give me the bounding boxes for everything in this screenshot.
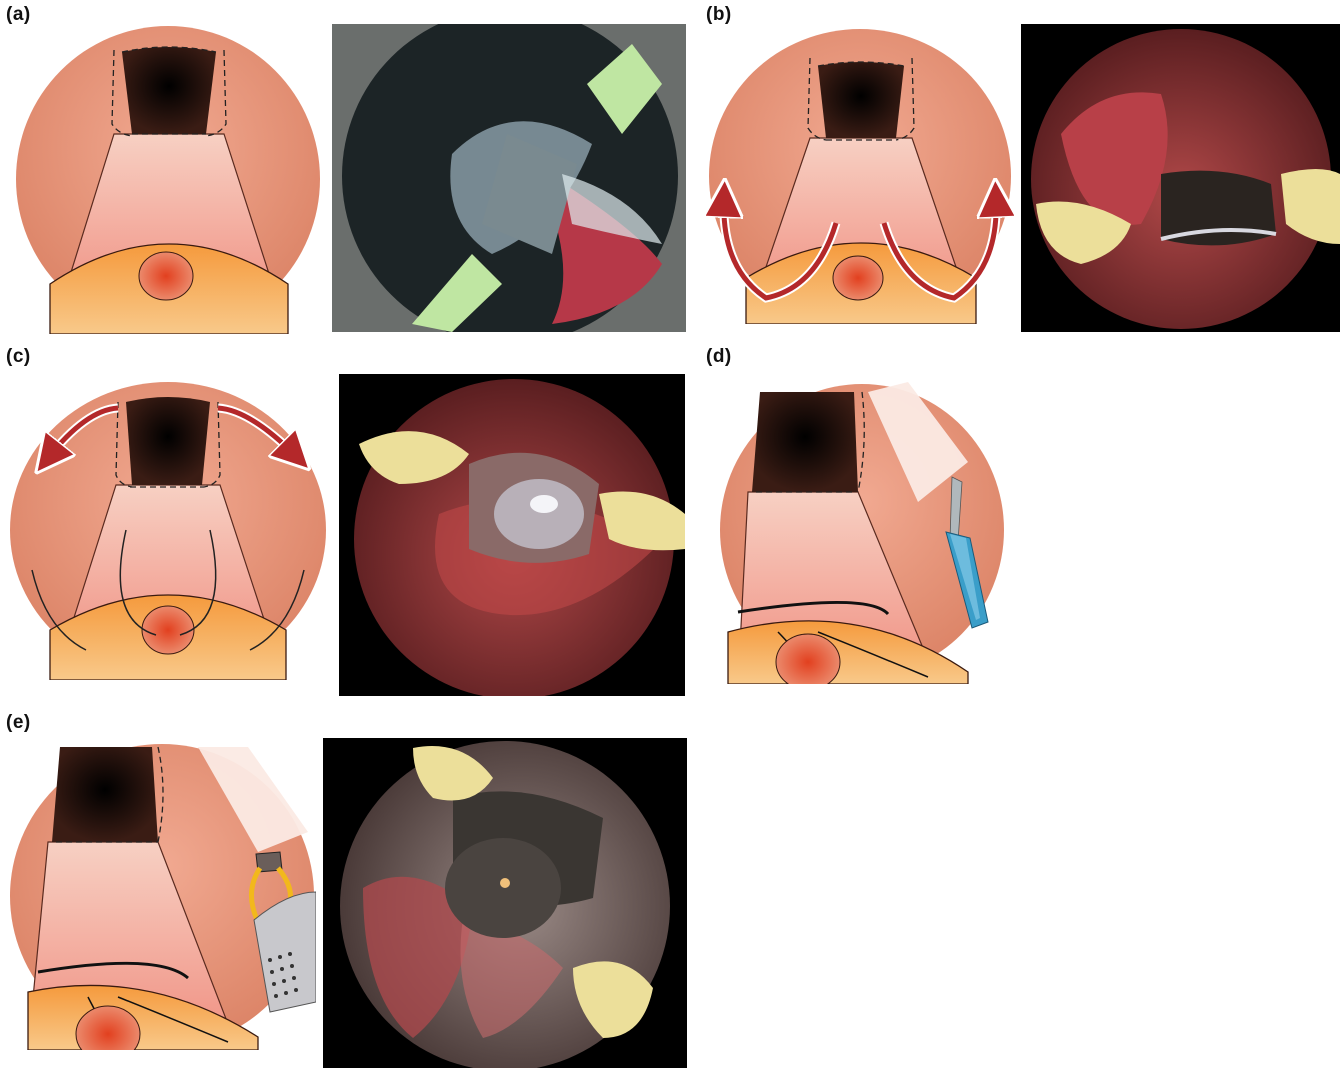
panel-label-a: (a) xyxy=(6,4,31,26)
illustration-a xyxy=(14,24,322,334)
endoscopic-photo-b xyxy=(1021,24,1340,332)
endoscopic-photo-e xyxy=(323,738,687,1068)
endoscopic-photo-c xyxy=(339,374,685,696)
panel-label-d: (d) xyxy=(706,346,732,368)
panel-label-c: (c) xyxy=(6,346,31,368)
illustration-d xyxy=(718,382,1006,684)
illustration-b xyxy=(706,28,1014,324)
panel-label-e: (e) xyxy=(6,712,31,734)
endoscopic-photo-a xyxy=(332,24,686,332)
illustration-e xyxy=(8,742,316,1050)
illustration-c xyxy=(6,380,330,680)
panel-label-b: (b) xyxy=(706,4,732,26)
